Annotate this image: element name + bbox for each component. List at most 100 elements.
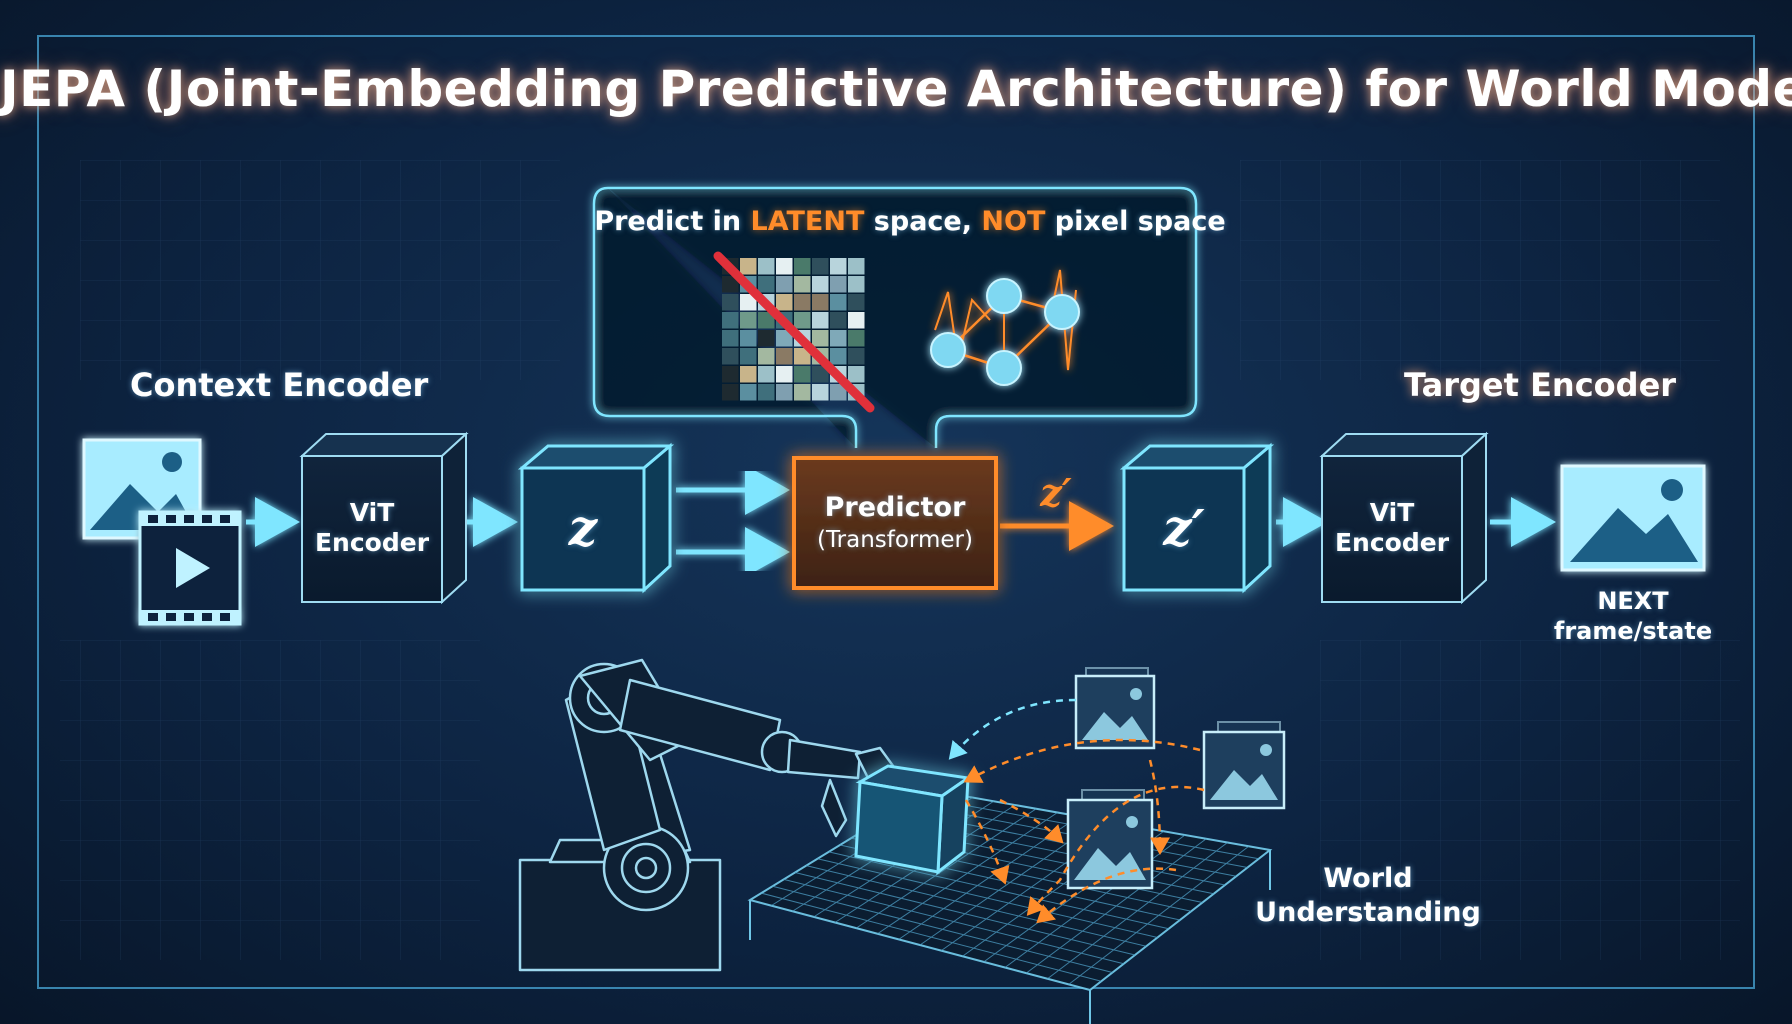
table-grid-line: [1004, 834, 1186, 968]
context-vit-line1: ViT: [349, 498, 395, 527]
pixel-cell: [740, 330, 757, 347]
table-grid-line: [1025, 838, 1207, 974]
context-vit-line2: Encoder: [314, 528, 430, 557]
target-vit-box: [1319, 431, 1489, 605]
pixel-cell: [776, 294, 793, 311]
pixel-cell: [722, 366, 739, 383]
pixel-cell: [776, 348, 793, 365]
z-prime-latent-label: z′: [1163, 498, 1205, 557]
pixel-cell: [848, 294, 865, 311]
pixel-cell: [740, 384, 757, 401]
pixel-cell: [830, 276, 847, 293]
pixel-cell: [722, 294, 739, 311]
pixel-cell: [830, 348, 847, 365]
table-grid-line: [1047, 842, 1228, 980]
pixel-cell: [722, 330, 739, 347]
pixel-cell: [776, 366, 793, 383]
next-frame-line1: NEXT: [1597, 587, 1669, 615]
pixel-cell: [848, 312, 865, 329]
pixel-cell: [794, 258, 811, 275]
pixel-cell: [830, 312, 847, 329]
robot-arm-icon: [518, 658, 898, 972]
target-encoder-heading: Target Encoder: [1403, 366, 1677, 404]
pixel-cell: [794, 366, 811, 383]
pixel-cell: [812, 312, 829, 329]
pixel-cell: [758, 312, 775, 329]
pixel-cell: [812, 384, 829, 401]
pixel-cell: [830, 258, 847, 275]
pixel-cell: [848, 366, 865, 383]
background-grid: [60, 160, 1740, 960]
pixel-cell: [848, 276, 865, 293]
context-vit-box: [299, 431, 469, 605]
predictor-label: Predictor (Transformer): [794, 492, 996, 556]
next-frame-line2: frame/state: [1553, 617, 1713, 645]
cube-icon: [854, 764, 972, 876]
pixel-cell: [848, 330, 865, 347]
pixel-cell: [830, 294, 847, 311]
pixel-cell: [758, 366, 775, 383]
pixel-cell: [848, 348, 865, 365]
pixel-cell: [848, 258, 865, 275]
callout-suffix: pixel space: [1045, 206, 1226, 237]
pixel-cell: [794, 384, 811, 401]
pixel-cell: [794, 312, 811, 329]
pixel-cell: [740, 312, 757, 329]
pixel-cell: [722, 276, 739, 293]
pixel-cell: [812, 366, 829, 383]
world-understanding-label: World Understanding: [1240, 862, 1496, 930]
pixel-cell: [812, 294, 829, 311]
z-latent-cube: [517, 442, 675, 594]
pixel-cell: [722, 348, 739, 365]
latent-graph-icon: [930, 269, 1080, 386]
next-frame-image-icon: [1560, 464, 1706, 572]
pixel-cell: [794, 276, 811, 293]
frame-stack-icon: [1066, 667, 1286, 890]
pixel-cell: [722, 384, 739, 401]
pixel-cell: [812, 276, 829, 293]
next-frame-label: NEXT frame/state: [1540, 586, 1726, 646]
pixel-cell: [740, 294, 757, 311]
pixel-cell: [740, 348, 757, 365]
target-vit-label: ViT Encoder: [1322, 498, 1462, 558]
z-latent-label: z: [568, 498, 598, 557]
callout-box: [592, 186, 1198, 448]
context-encoder-heading: Context Encoder: [130, 366, 429, 404]
pixel-cell: [830, 384, 847, 401]
outer-frame: [37, 35, 1755, 989]
callout-latent: LATENT: [750, 206, 865, 237]
pixel-cell: [758, 384, 775, 401]
predictor-line1: Predictor: [824, 492, 966, 523]
context-vit-label: ViT Encoder: [302, 498, 442, 558]
target-vit-line2: Encoder: [1334, 528, 1450, 557]
pixel-cell: [812, 258, 829, 275]
video-icon: [138, 510, 242, 626]
target-vit-line1: ViT: [1369, 498, 1415, 527]
world-line1: World: [1323, 863, 1413, 894]
table-grid-line: [1068, 845, 1250, 985]
pixel-cell: [794, 294, 811, 311]
pixel-cell: [776, 258, 793, 275]
callout-prefix: Predict in: [594, 206, 751, 237]
pixel-cell: [776, 384, 793, 401]
pixel-cell: [776, 276, 793, 293]
callout-middle: space,: [864, 206, 982, 237]
pixel-cell: [758, 348, 775, 365]
callout-not: NOT: [981, 206, 1046, 237]
motion-arrows: [948, 698, 1205, 924]
pixel-cell: [830, 330, 847, 347]
pixel-cell: [722, 312, 739, 329]
latent-space-callout: Predict in LATENT space, NOT pixel space: [590, 206, 1230, 237]
pixel-cell: [740, 366, 757, 383]
predicted-z-prime-label: z′: [1040, 470, 1072, 515]
pixel-cell: [812, 330, 829, 347]
world-line2: Understanding: [1255, 897, 1481, 928]
pixel-cell: [758, 330, 775, 347]
pixel-cell: [740, 258, 757, 275]
pixel-cell: [758, 276, 775, 293]
z-prime-latent-cube: [1119, 442, 1275, 594]
predictor-box: [792, 456, 998, 590]
pixel-cell: [758, 258, 775, 275]
